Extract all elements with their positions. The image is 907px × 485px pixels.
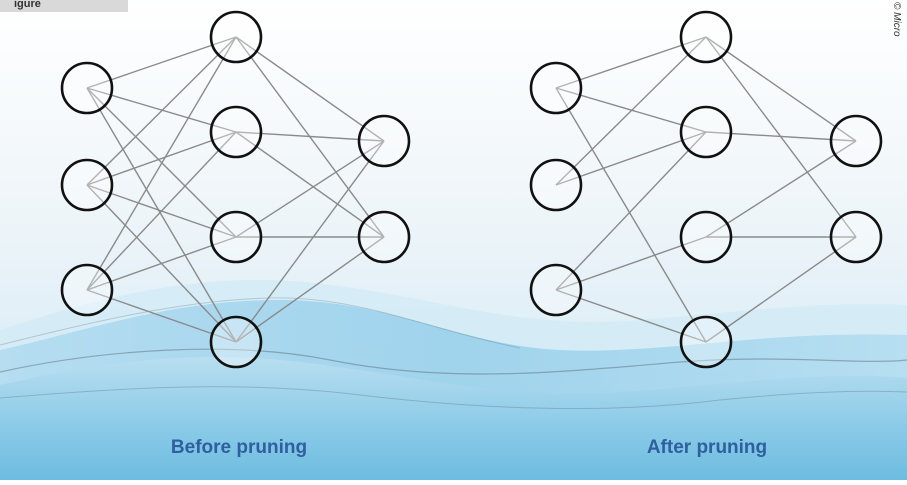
neuron-node: [209, 105, 263, 159]
connection-edge: [86, 87, 237, 343]
wave-line: [0, 297, 521, 349]
neuron-node: [679, 315, 733, 369]
neuron-node: [60, 158, 114, 212]
neuron-node: [679, 105, 733, 159]
neuron-node: [209, 315, 263, 369]
neuron-node: [60, 263, 114, 317]
network-after-pruning: [529, 10, 883, 369]
wave-line: [0, 348, 907, 375]
neuron-node: [209, 10, 263, 64]
connection-edge: [555, 289, 707, 343]
connection-edge: [555, 131, 707, 291]
connection-edge: [555, 236, 707, 291]
connection-edge: [86, 36, 237, 291]
network-before-pruning: [60, 10, 411, 369]
connection-edge: [235, 236, 385, 343]
neuron-node: [529, 61, 583, 115]
connection-edge: [86, 131, 237, 291]
neuron-node: [679, 210, 733, 264]
connection-edge: [86, 36, 237, 186]
connection-edge: [555, 131, 707, 186]
connection-edge: [705, 236, 857, 343]
connection-edge: [235, 36, 385, 142]
neuron-node: [679, 10, 733, 64]
neuron-node: [829, 114, 883, 168]
connection-edge: [235, 140, 385, 343]
connection-edge: [86, 131, 237, 186]
neuron-node: [209, 210, 263, 264]
copyright-notice: © Micro: [889, 2, 907, 42]
connection-edge: [86, 289, 237, 343]
connection-edge: [86, 236, 237, 291]
connection-edge: [705, 140, 857, 238]
connection-edge: [555, 87, 707, 343]
neuron-node: [60, 61, 114, 115]
caption-after-pruning: After pruning: [646, 437, 768, 458]
copyright-text: © Micro: [891, 2, 902, 37]
neuron-node: [357, 210, 411, 264]
connection-edge: [555, 36, 707, 89]
figure-tag: igure: [0, 0, 128, 12]
neuron-node: [357, 114, 411, 168]
connection-edge: [235, 131, 385, 238]
connection-edge: [235, 140, 385, 238]
neuron-node: [829, 210, 883, 264]
connection-edge: [705, 36, 857, 142]
neuron-node: [529, 263, 583, 317]
neuron-node: [529, 158, 583, 212]
connection-edge: [555, 36, 707, 186]
water-band-front: [0, 356, 907, 480]
caption-before-pruning: Before pruning: [170, 437, 308, 458]
wave-line: [0, 386, 907, 409]
